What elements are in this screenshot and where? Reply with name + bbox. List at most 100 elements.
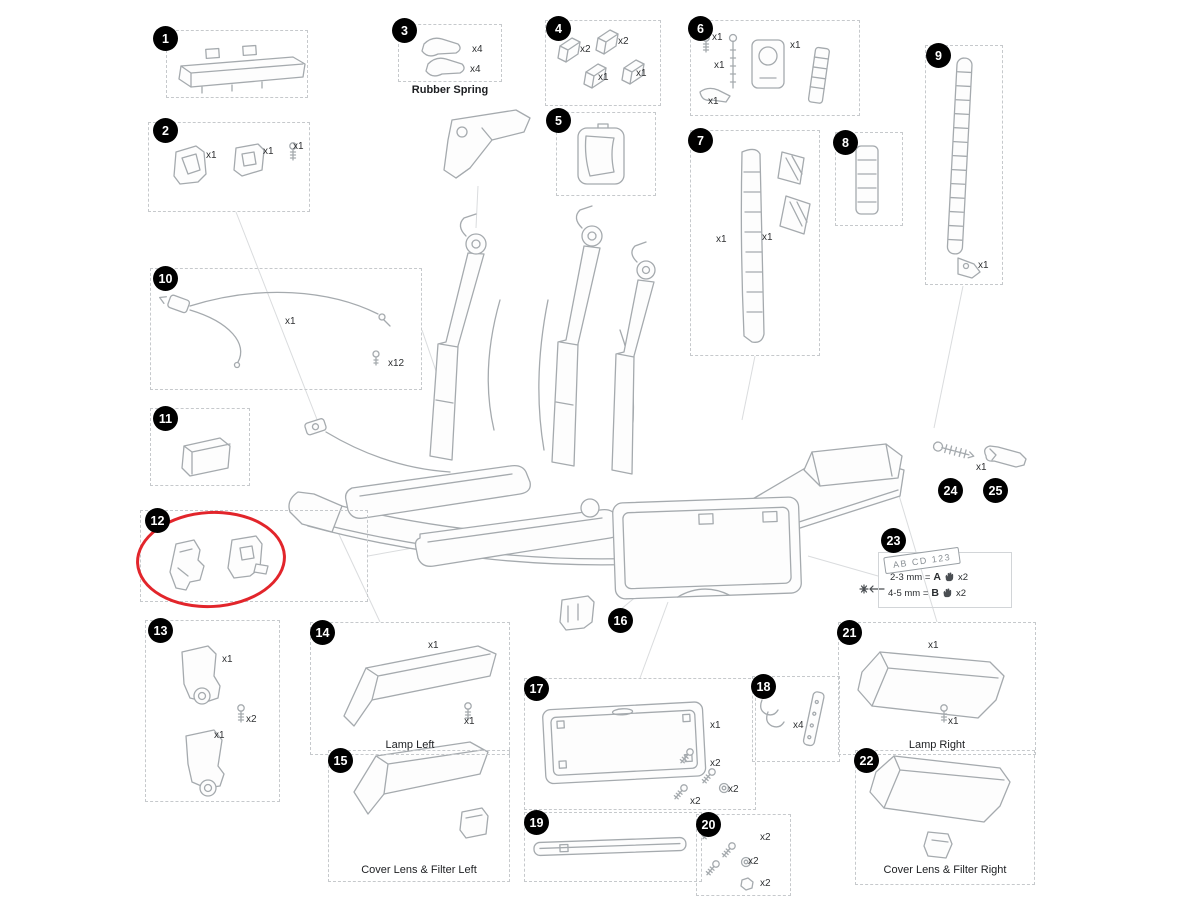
qty-label: x1 [712, 32, 723, 43]
qty-label: x1 [976, 462, 987, 473]
label-rubber-spring: Rubber Spring [411, 84, 489, 96]
label-lamp-left: Lamp Left [385, 739, 435, 751]
qty-label: x2 [618, 36, 629, 47]
part-badge-24[interactable]: 24 [938, 478, 963, 503]
qty-label: x1 [948, 716, 959, 727]
part-badge-22[interactable]: 22 [854, 748, 879, 773]
part-box-11 [150, 408, 250, 486]
part-12-clips-illustration [169, 535, 269, 591]
part-badge-1[interactable]: 1 [153, 26, 178, 51]
qty-label: x2 [760, 832, 771, 843]
part-15-cover-left-illustration [353, 741, 489, 839]
fit-row-b-range: 4-5 mm = [888, 587, 929, 599]
qty-label: x2 [748, 856, 759, 867]
qty-label: x1 [464, 716, 475, 727]
qty-label: x1 [790, 40, 801, 51]
part-badge-13[interactable]: 13 [148, 618, 173, 643]
label-cover-lens-right: Cover Lens & Filter Right [883, 864, 1007, 876]
part-badge-17[interactable]: 17 [524, 676, 549, 701]
part-20-screws-illustration [699, 822, 754, 891]
part-11-foot-illustration [181, 437, 231, 477]
qty-label: x12 [388, 358, 405, 369]
qty-label: x1 [285, 316, 296, 327]
part-box-3 [398, 24, 502, 82]
part-badge-2[interactable]: 2 [153, 118, 178, 143]
part-10-cable-illustration [159, 291, 391, 369]
part-badge-14[interactable]: 14 [310, 620, 335, 645]
part-14-lamp-left-illustration [343, 645, 497, 727]
qty-label: x2 [690, 796, 701, 807]
part-badge-18[interactable]: 18 [751, 674, 776, 699]
qty-label: x4 [472, 44, 483, 55]
fit-row-a-letter: A [933, 571, 941, 583]
part-badge-8[interactable]: 8 [833, 130, 858, 155]
part-box-18 [752, 676, 840, 762]
part-box-14 [310, 622, 510, 755]
part-badge-12[interactable]: 12 [145, 508, 170, 533]
qty-label: x1 [206, 150, 217, 161]
part-7-strap-illustration [740, 148, 811, 343]
part-22-cover-right-illustration [869, 755, 1011, 859]
fit-row-a-range: 2-3 mm = [890, 571, 931, 583]
part-9-long-strap-illustration [946, 57, 981, 279]
qty-label: x4 [470, 64, 481, 75]
part-5-belt-guide-illustration [577, 123, 625, 185]
part-6-knob-unit-illustration [699, 33, 830, 104]
qty-label: x2 [710, 758, 721, 769]
qty-label: x2 [246, 714, 257, 725]
part-badge-16[interactable]: 16 [608, 608, 633, 633]
part-box-13 [145, 620, 280, 802]
part-box-10 [150, 268, 422, 390]
part-badge-11[interactable]: 11 [153, 406, 178, 431]
qty-label: x1 [710, 720, 721, 731]
part-badge-21[interactable]: 21 [837, 620, 862, 645]
label-cover-lens-left: Cover Lens & Filter Left [361, 864, 477, 876]
part-box-21 [838, 622, 1036, 755]
part-badge-6[interactable]: 6 [688, 16, 713, 41]
part-badge-5[interactable]: 5 [546, 108, 571, 133]
fit-row-b-qty: x2 [955, 587, 967, 599]
part-badge-9[interactable]: 9 [926, 43, 951, 68]
part-box-4 [545, 20, 661, 106]
qty-label: x1 [636, 68, 647, 79]
qty-label: x2 [760, 878, 771, 889]
fit-row-b: 4-5 mm = B x2 [888, 587, 966, 599]
part-box-5 [556, 112, 656, 196]
qty-label: x1 [598, 72, 609, 83]
part-box-7 [690, 130, 820, 356]
part-badge-15[interactable]: 15 [328, 748, 353, 773]
qty-label: x1 [263, 146, 274, 157]
part-1-rail-illustration [178, 44, 306, 94]
part-badge-4[interactable]: 4 [546, 16, 571, 41]
part-box-6 [690, 20, 860, 116]
part-21-lamp-right-illustration [857, 651, 1005, 723]
fit-row-a-qty: x2 [957, 571, 969, 583]
part-badge-3[interactable]: 3 [392, 18, 417, 43]
part-badge-25[interactable]: 25 [983, 478, 1008, 503]
qty-label: x1 [222, 654, 233, 665]
part-box-9 [925, 45, 1003, 285]
part-badge-10[interactable]: 10 [153, 266, 178, 291]
qty-label: x2 [728, 784, 739, 795]
part-18-clips-illustration [760, 691, 825, 747]
part-24-bolt-illustration [932, 441, 975, 459]
part-box-22 [855, 750, 1035, 885]
glove-icon [943, 587, 952, 597]
part-8-ladder-strap-illustration [855, 145, 879, 215]
qty-label: x1 [293, 141, 304, 152]
part-box-20 [696, 814, 791, 896]
qty-label: x4 [793, 720, 804, 731]
qty-label: x1 [428, 640, 439, 651]
part-badge-19[interactable]: 19 [524, 810, 549, 835]
part-2-clamps-illustration [173, 142, 297, 185]
part-badge-20[interactable]: 20 [696, 812, 721, 837]
part-badge-23[interactable]: 23 [881, 528, 906, 553]
measurement-arrow-icon [859, 584, 885, 594]
part-badge-7[interactable]: 7 [688, 128, 713, 153]
qty-label: x1 [716, 234, 727, 245]
part-box-19 [524, 812, 702, 882]
fit-row-a: 2-3 mm = A x2 [890, 571, 968, 583]
fit-row-b-letter: B [931, 587, 939, 599]
